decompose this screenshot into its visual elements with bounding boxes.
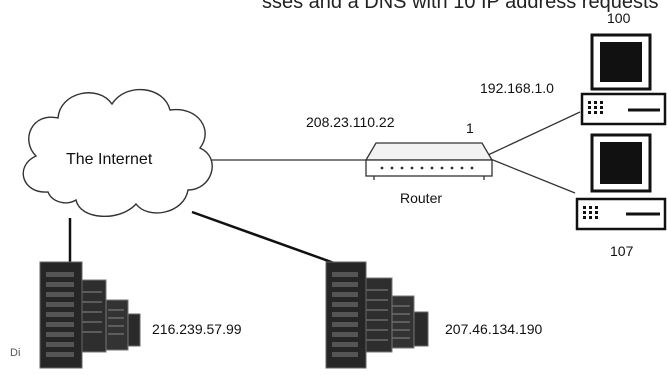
computer-icon bbox=[580, 33, 667, 126]
corner-text: Di bbox=[10, 347, 21, 359]
link-router-computer-107 bbox=[487, 157, 576, 194]
router-label: Router bbox=[400, 190, 443, 206]
router-icon bbox=[364, 142, 494, 180]
computer-icon bbox=[575, 133, 667, 231]
cloud-icon bbox=[22, 88, 213, 217]
caption-text: sses and a DNS with 10 IP address reques… bbox=[262, 0, 659, 13]
server-rack-icon bbox=[39, 261, 141, 369]
server-right-ip: 207.46.134.190 bbox=[445, 321, 543, 337]
link-router-computer-100 bbox=[487, 111, 581, 156]
router-lan-port: 1 bbox=[466, 120, 474, 136]
computer-107-label: 107 bbox=[610, 243, 634, 259]
top-caption-fragment: sses and a DNS with 10 IP address reques… bbox=[0, 0, 667, 26]
router-wan-ip: 208.23.110.22 bbox=[306, 114, 395, 130]
cloud-label: The Internet bbox=[66, 151, 153, 168]
link-cloud-server-right bbox=[191, 210, 349, 270]
server-left-ip: 216.239.57.99 bbox=[152, 321, 242, 337]
lan-network-label: 192.168.1.0 bbox=[480, 80, 554, 96]
server-rack-icon bbox=[325, 261, 429, 369]
computer-100-label: 100 bbox=[607, 10, 631, 26]
